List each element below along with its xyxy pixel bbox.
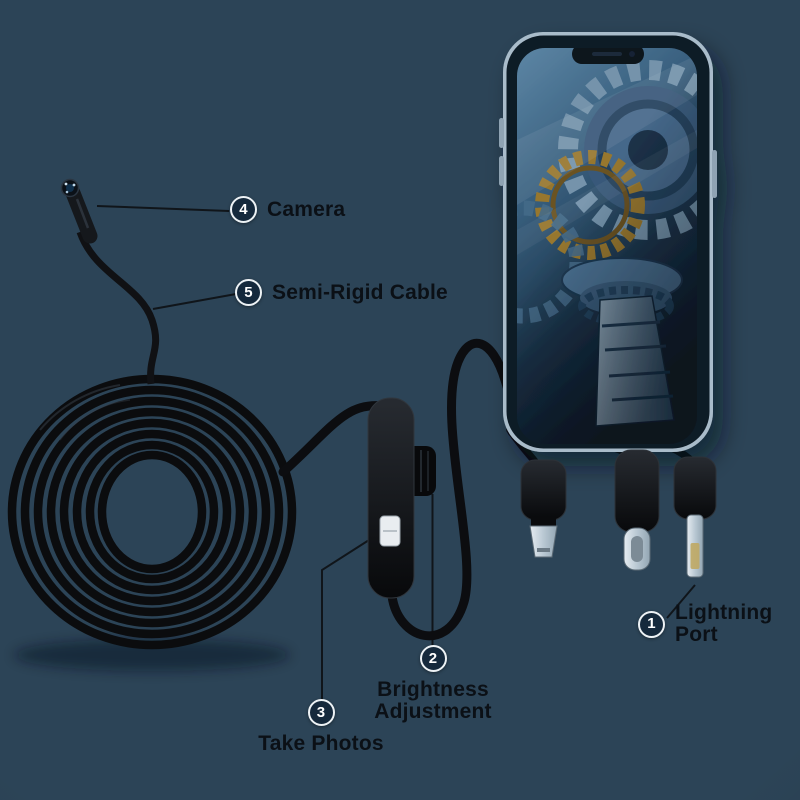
camera-label: Camera [267, 197, 346, 221]
callout-camera: 4 Camera [230, 196, 345, 223]
camera-probe [60, 178, 98, 244]
callout-line-take-photos [321, 532, 381, 700]
callout-line-semi-rigid [152, 293, 237, 310]
take-photos-label: Take Photos [258, 732, 384, 755]
phone-notch [572, 48, 644, 64]
callout-line-camera [96, 205, 230, 212]
callout-number-5: 5 [235, 279, 262, 306]
callout-number-1: 1 [638, 610, 665, 638]
volume-button[interactable] [499, 156, 504, 186]
brightness-label-line1: Brightness [377, 678, 489, 701]
inline-controller [367, 397, 436, 599]
lightning-port-label-line2: Port [675, 623, 718, 646]
gears-photo [517, 48, 697, 444]
led-light [65, 190, 69, 194]
semi-rigid-cable-label: Semi-Rigid Cable [272, 280, 448, 304]
usb-c-connector [614, 449, 660, 571]
led-light [64, 182, 68, 186]
lightning-port-label-line1: Lightning [675, 601, 773, 624]
micro-usb-connector [520, 459, 567, 558]
callout-lines [96, 205, 696, 700]
callout-brightness-adjustment: 2 Brightness Adjustment [353, 645, 513, 723]
coiled-cable [7, 374, 297, 650]
callout-lightning-port: 1 Lightning Port [638, 602, 772, 646]
smartphone [469, 32, 728, 452]
phone-screen[interactable] [469, 44, 728, 444]
power-button[interactable] [712, 150, 717, 198]
callout-number-2: 2 [419, 645, 447, 672]
callout-number-3: 3 [307, 699, 335, 726]
volume-button[interactable] [499, 118, 504, 148]
callout-take-photos: 3 Take Photos [246, 699, 396, 755]
brightness-label-line2: Adjustment [374, 700, 492, 723]
semi-rigid-cable [60, 178, 160, 385]
lightning-connector [673, 456, 717, 578]
callout-line-lightning [666, 584, 696, 619]
callout-number-4: 4 [230, 196, 257, 223]
coil-shadow [14, 639, 290, 671]
front-camera [629, 51, 635, 57]
led-light [72, 183, 76, 187]
callout-semi-rigid-cable: 5 Semi-Rigid Cable [235, 279, 448, 306]
